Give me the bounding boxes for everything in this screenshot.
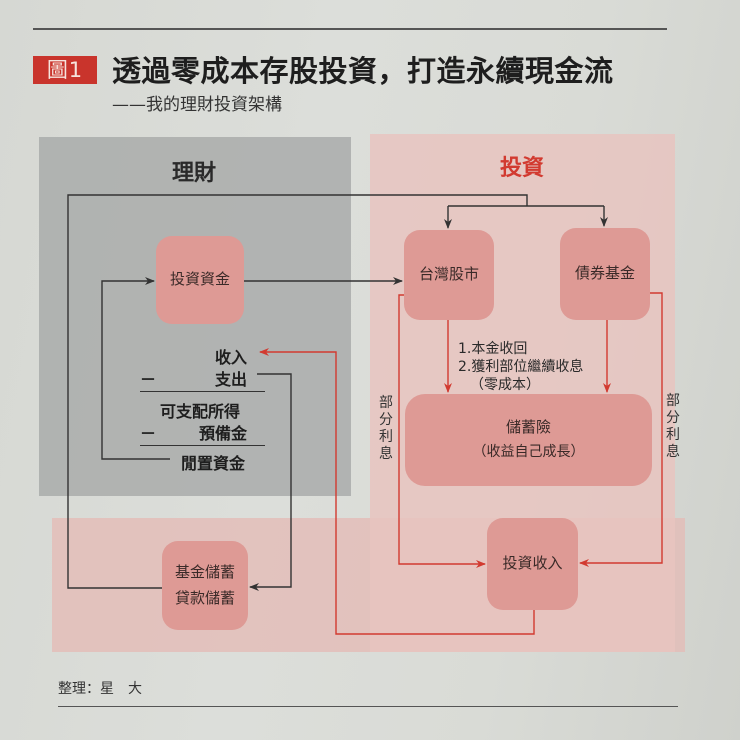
bottom-rule [58,706,678,707]
ledger-idle-funds: 閒置資金 [181,454,246,473]
insurance-label: 儲蓄險 [505,418,551,437]
annotation-profit-continues: 2.獲利部位繼續收息 [458,359,584,375]
ledger-divider-2 [140,445,265,446]
fund-savings-label: 基金儲蓄 [174,563,235,581]
loan-savings-label: 貸款儲蓄 [174,588,235,607]
ledger-minus-2: － [140,424,157,443]
ledger-disposable-income: 可支配所得 [160,402,241,421]
investment-income-label: 投資收入 [502,554,563,573]
top-rule [33,28,667,30]
annotation-partial-interest-left: 部分利息 [379,395,393,462]
ledger-reserve: 預備金 [199,424,248,443]
figure-badge: 圖1 [33,56,97,84]
finance-section-label: 理財 [172,161,217,186]
figure-title: 透過零成本存股投資，打造永續現金流 [112,54,614,88]
taiwan-stock-label: 台灣股市 [418,265,479,284]
insurance-box: 儲蓄險 （收益自己成長） [405,394,652,486]
annotation-partial-interest-right: 部分利息 [666,393,680,460]
investment-income-box: 投資收入 [487,518,578,610]
annotation-principal-recovered: 1.本金收回 [458,341,528,357]
taiwan-stock-box: 台灣股市 [404,230,494,320]
annotation-zero-cost: （零成本） [470,377,540,393]
figure-subtitle: ——我的理財投資架構 [112,95,282,115]
investment-section-label: 投資 [500,156,545,181]
ledger-minus-1: － [140,370,157,389]
insurance-sublabel: （收益自己成長） [472,443,585,460]
ledger-expense: 支出 [215,370,248,389]
ledger-divider-1 [140,391,265,392]
bond-fund-box: 債券基金 [560,228,650,320]
investment-capital-label: 投資資金 [169,270,230,289]
investment-capital-box: 投資資金 [156,236,244,324]
footer-credit: 整理：星 大 [58,681,142,697]
bond-fund-label: 債券基金 [574,264,635,283]
savings-box: 基金儲蓄 貸款儲蓄 [162,541,248,630]
ledger-income: 收入 [215,348,248,367]
